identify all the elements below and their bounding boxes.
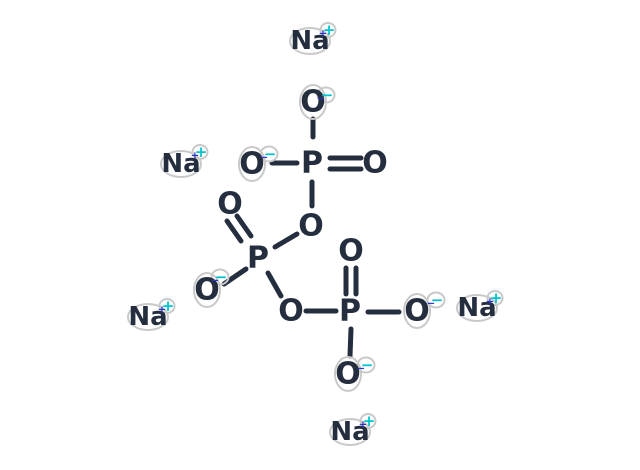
charge-plus: + — [195, 143, 208, 161]
sodium-ion: Na — [330, 417, 369, 447]
charge-minus-shadow: − — [211, 276, 219, 287]
double-bond-line — [234, 213, 254, 239]
charge-plus: + — [162, 297, 175, 315]
charge-highlight — [191, 144, 209, 160]
atom-O: O — [217, 187, 243, 222]
ion-highlight — [127, 303, 169, 331]
charge-minus: − — [215, 268, 228, 286]
charge-highlight — [426, 291, 446, 309]
charge-plus: + — [363, 412, 376, 430]
sodium-ion: Na — [457, 293, 496, 323]
atom-O-minus: O — [194, 273, 220, 308]
atom-highlight — [238, 146, 266, 182]
charge-minus-shadow: − — [427, 299, 435, 310]
charge-highlight — [259, 145, 279, 163]
atom-labels: O O P O O O P O O O P O O — [194, 85, 430, 392]
atom-O-minus: O — [404, 294, 430, 329]
atom-O: O — [362, 146, 388, 181]
bonds — [221, 116, 402, 359]
charge-highlight — [316, 86, 336, 104]
atom-P: P — [247, 241, 269, 276]
atom-O-minus: O — [239, 147, 265, 182]
atom-highlights — [127, 22, 504, 446]
sodium-ion: Na — [290, 26, 329, 56]
charge-plus-shadow: + — [191, 151, 199, 162]
charge-plus-shadow: + — [359, 420, 367, 431]
charge-minus: − — [361, 356, 374, 374]
charge-plus-shadow: + — [486, 297, 494, 308]
atom-highlight — [334, 356, 362, 392]
sodium-ion: Na — [161, 149, 200, 179]
charge-minus: − — [321, 86, 334, 104]
atom-P: P — [301, 146, 323, 181]
charge-highlight — [210, 268, 230, 286]
charge-highlight — [356, 356, 376, 374]
charge-highlight — [158, 298, 176, 314]
ion-highlight — [329, 418, 371, 446]
atom-O-bridge: O — [278, 294, 304, 329]
sodium-ion: Na — [128, 302, 167, 332]
double-bond-line — [224, 218, 244, 244]
ion-highlight — [289, 27, 331, 55]
charge-plus-shadow: + — [158, 305, 166, 316]
bond — [347, 326, 354, 359]
atom-P: P — [339, 294, 361, 329]
charge-plus: + — [490, 289, 503, 307]
charge-minus-shadow: − — [357, 364, 365, 375]
charge-minus-shadow: − — [317, 94, 325, 105]
charge-minus: − — [264, 145, 277, 163]
atom-O-minus: O — [300, 85, 326, 120]
atom-O-bridge: O — [298, 209, 324, 244]
atom-highlight — [193, 272, 221, 308]
atom-O-minus: O — [335, 357, 361, 392]
charge-minus-shadow: − — [260, 153, 268, 164]
charge-highlight — [319, 22, 337, 38]
bond — [272, 231, 300, 250]
charge-plus-shadow: + — [319, 29, 327, 40]
charge-plus: + — [323, 21, 336, 39]
charge-minus: − — [431, 291, 444, 309]
atom-highlight — [403, 293, 431, 329]
minus-charges: − − − − − − − − − − — [211, 86, 443, 375]
charge-highlight — [359, 413, 377, 429]
sodium-ions: Na + + Na + + Na + + Na + + Na + + — [128, 21, 502, 447]
charge-highlight — [486, 290, 504, 306]
ion-highlight — [160, 150, 202, 178]
atom-O: O — [338, 234, 364, 269]
ion-highlight — [456, 294, 498, 322]
bond — [265, 270, 284, 299]
